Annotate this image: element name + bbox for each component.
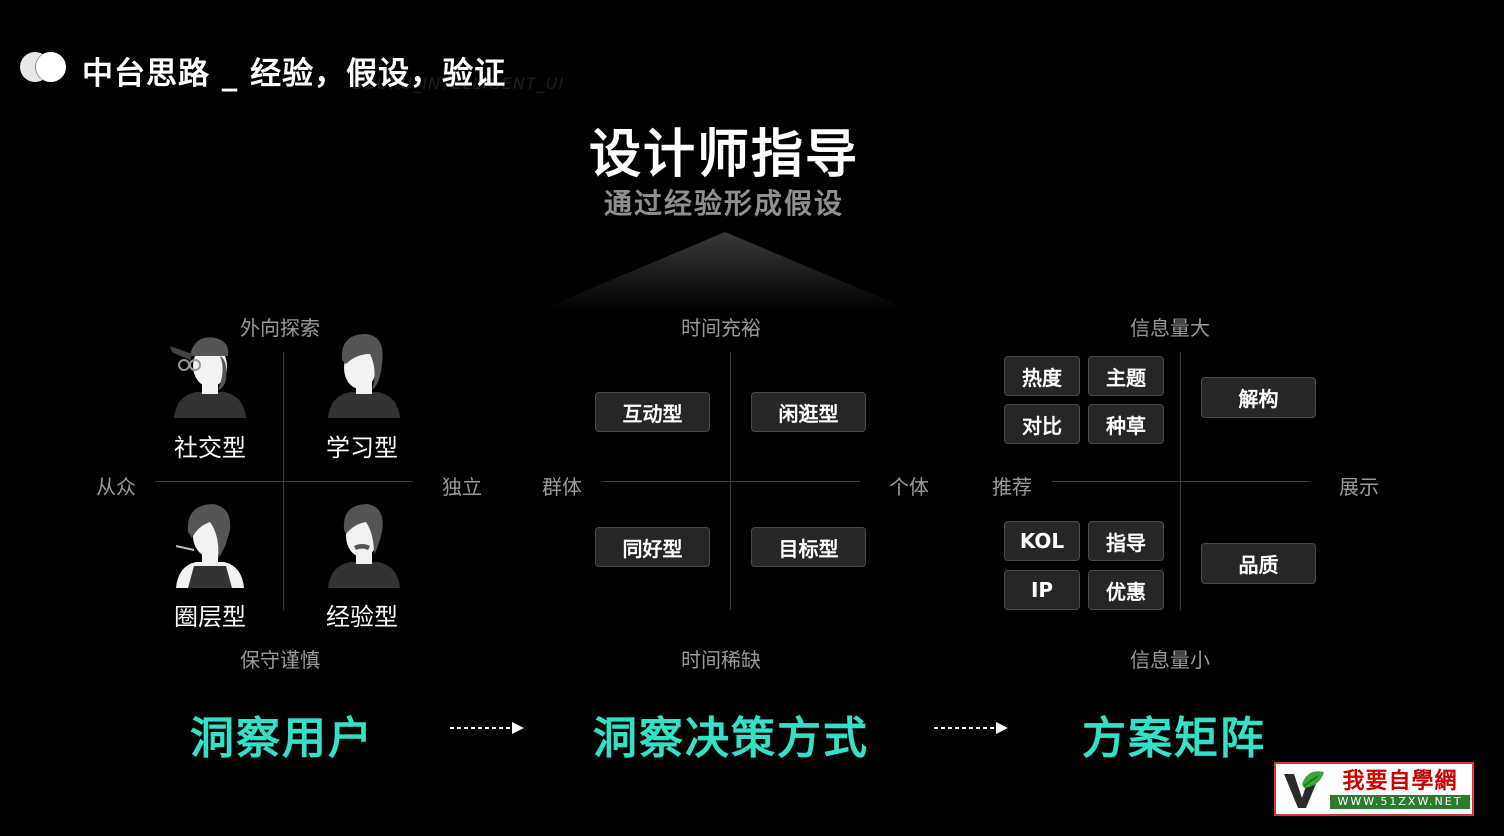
chip-quality: 品质 [1201, 543, 1316, 584]
axis-bottom-label: 时间稀缺 [681, 648, 761, 672]
watermark-logo: 我要自學網 WWW.51ZXW.NET [1274, 762, 1474, 816]
axis-vertical [1180, 352, 1181, 610]
axis-bottom-label: 信息量小 [1130, 648, 1210, 672]
watermark-url: WWW.51ZXW.NET [1329, 795, 1471, 809]
axis-right-label: 展示 [1339, 475, 1379, 499]
axis-right-label: 个体 [889, 475, 929, 499]
person-cigarette-icon [175, 504, 244, 588]
chip-browsing: 闲逛型 [751, 392, 866, 432]
chip-guide: 指导 [1088, 521, 1164, 561]
main-subtitle: 通过经验形成假设 [603, 187, 844, 220]
axis-top-label: 外向探索 [240, 316, 320, 340]
persona-label-social: 社交型 [174, 434, 246, 462]
chip-heat: 热度 [1004, 356, 1080, 396]
chip-discount: 优惠 [1088, 570, 1164, 610]
person-cap-glasses-icon [170, 337, 246, 418]
axis-right-label: 独立 [442, 475, 482, 499]
dashed-arrow-icon [934, 722, 1008, 734]
axis-bottom-label: 保守谨慎 [240, 648, 320, 672]
axis-horizontal [602, 481, 860, 482]
axis-vertical [730, 352, 731, 610]
axis-left-label: 群体 [542, 475, 582, 499]
watermark-text: 我要自學網 [1342, 769, 1458, 794]
axis-left-label: 推荐 [992, 475, 1032, 499]
flow-step-solution-matrix: 方案矩阵 [1082, 713, 1266, 764]
header-subtitle: SOUKU_INTELLIGENT_UI [352, 74, 565, 93]
chip-deconstruct: 解构 [1201, 377, 1316, 418]
chip-kol: KOL [1004, 521, 1080, 561]
flow-step-insight-decision: 洞察决策方式 [593, 713, 869, 764]
chip-hobby: 同好型 [595, 527, 710, 567]
axis-vertical [283, 352, 284, 610]
chip-goal: 目标型 [751, 527, 866, 567]
person-mustache-icon [328, 504, 400, 588]
persona-label-experience: 经验型 [326, 603, 398, 631]
leaf-v-logo-icon [1280, 768, 1326, 810]
person-hair-icon [328, 334, 400, 418]
header-logo-dots [20, 52, 68, 82]
persona-label-learning: 学习型 [326, 434, 398, 462]
circle-icon [36, 52, 66, 82]
axis-left-label: 从众 [96, 475, 136, 499]
axis-top-label: 信息量大 [1130, 316, 1210, 340]
axis-horizontal [1052, 481, 1310, 482]
axis-horizontal [155, 481, 413, 482]
chip-theme: 主题 [1088, 356, 1164, 396]
header-title: 中台思路 _ 经验，假设，验证 [82, 56, 507, 92]
axis-top-label: 时间充裕 [681, 316, 761, 340]
dashed-arrow-icon [450, 722, 524, 734]
chip-seed: 种草 [1088, 404, 1164, 444]
persona-label-circle: 圈层型 [174, 603, 246, 631]
main-title: 设计师指导 [588, 125, 859, 185]
chip-ip: IP [1004, 570, 1080, 610]
spotlight-triangle [540, 232, 910, 310]
chip-compare: 对比 [1004, 404, 1080, 444]
chip-interactive: 互动型 [595, 392, 710, 432]
flow-step-insight-users: 洞察用户 [190, 713, 374, 764]
